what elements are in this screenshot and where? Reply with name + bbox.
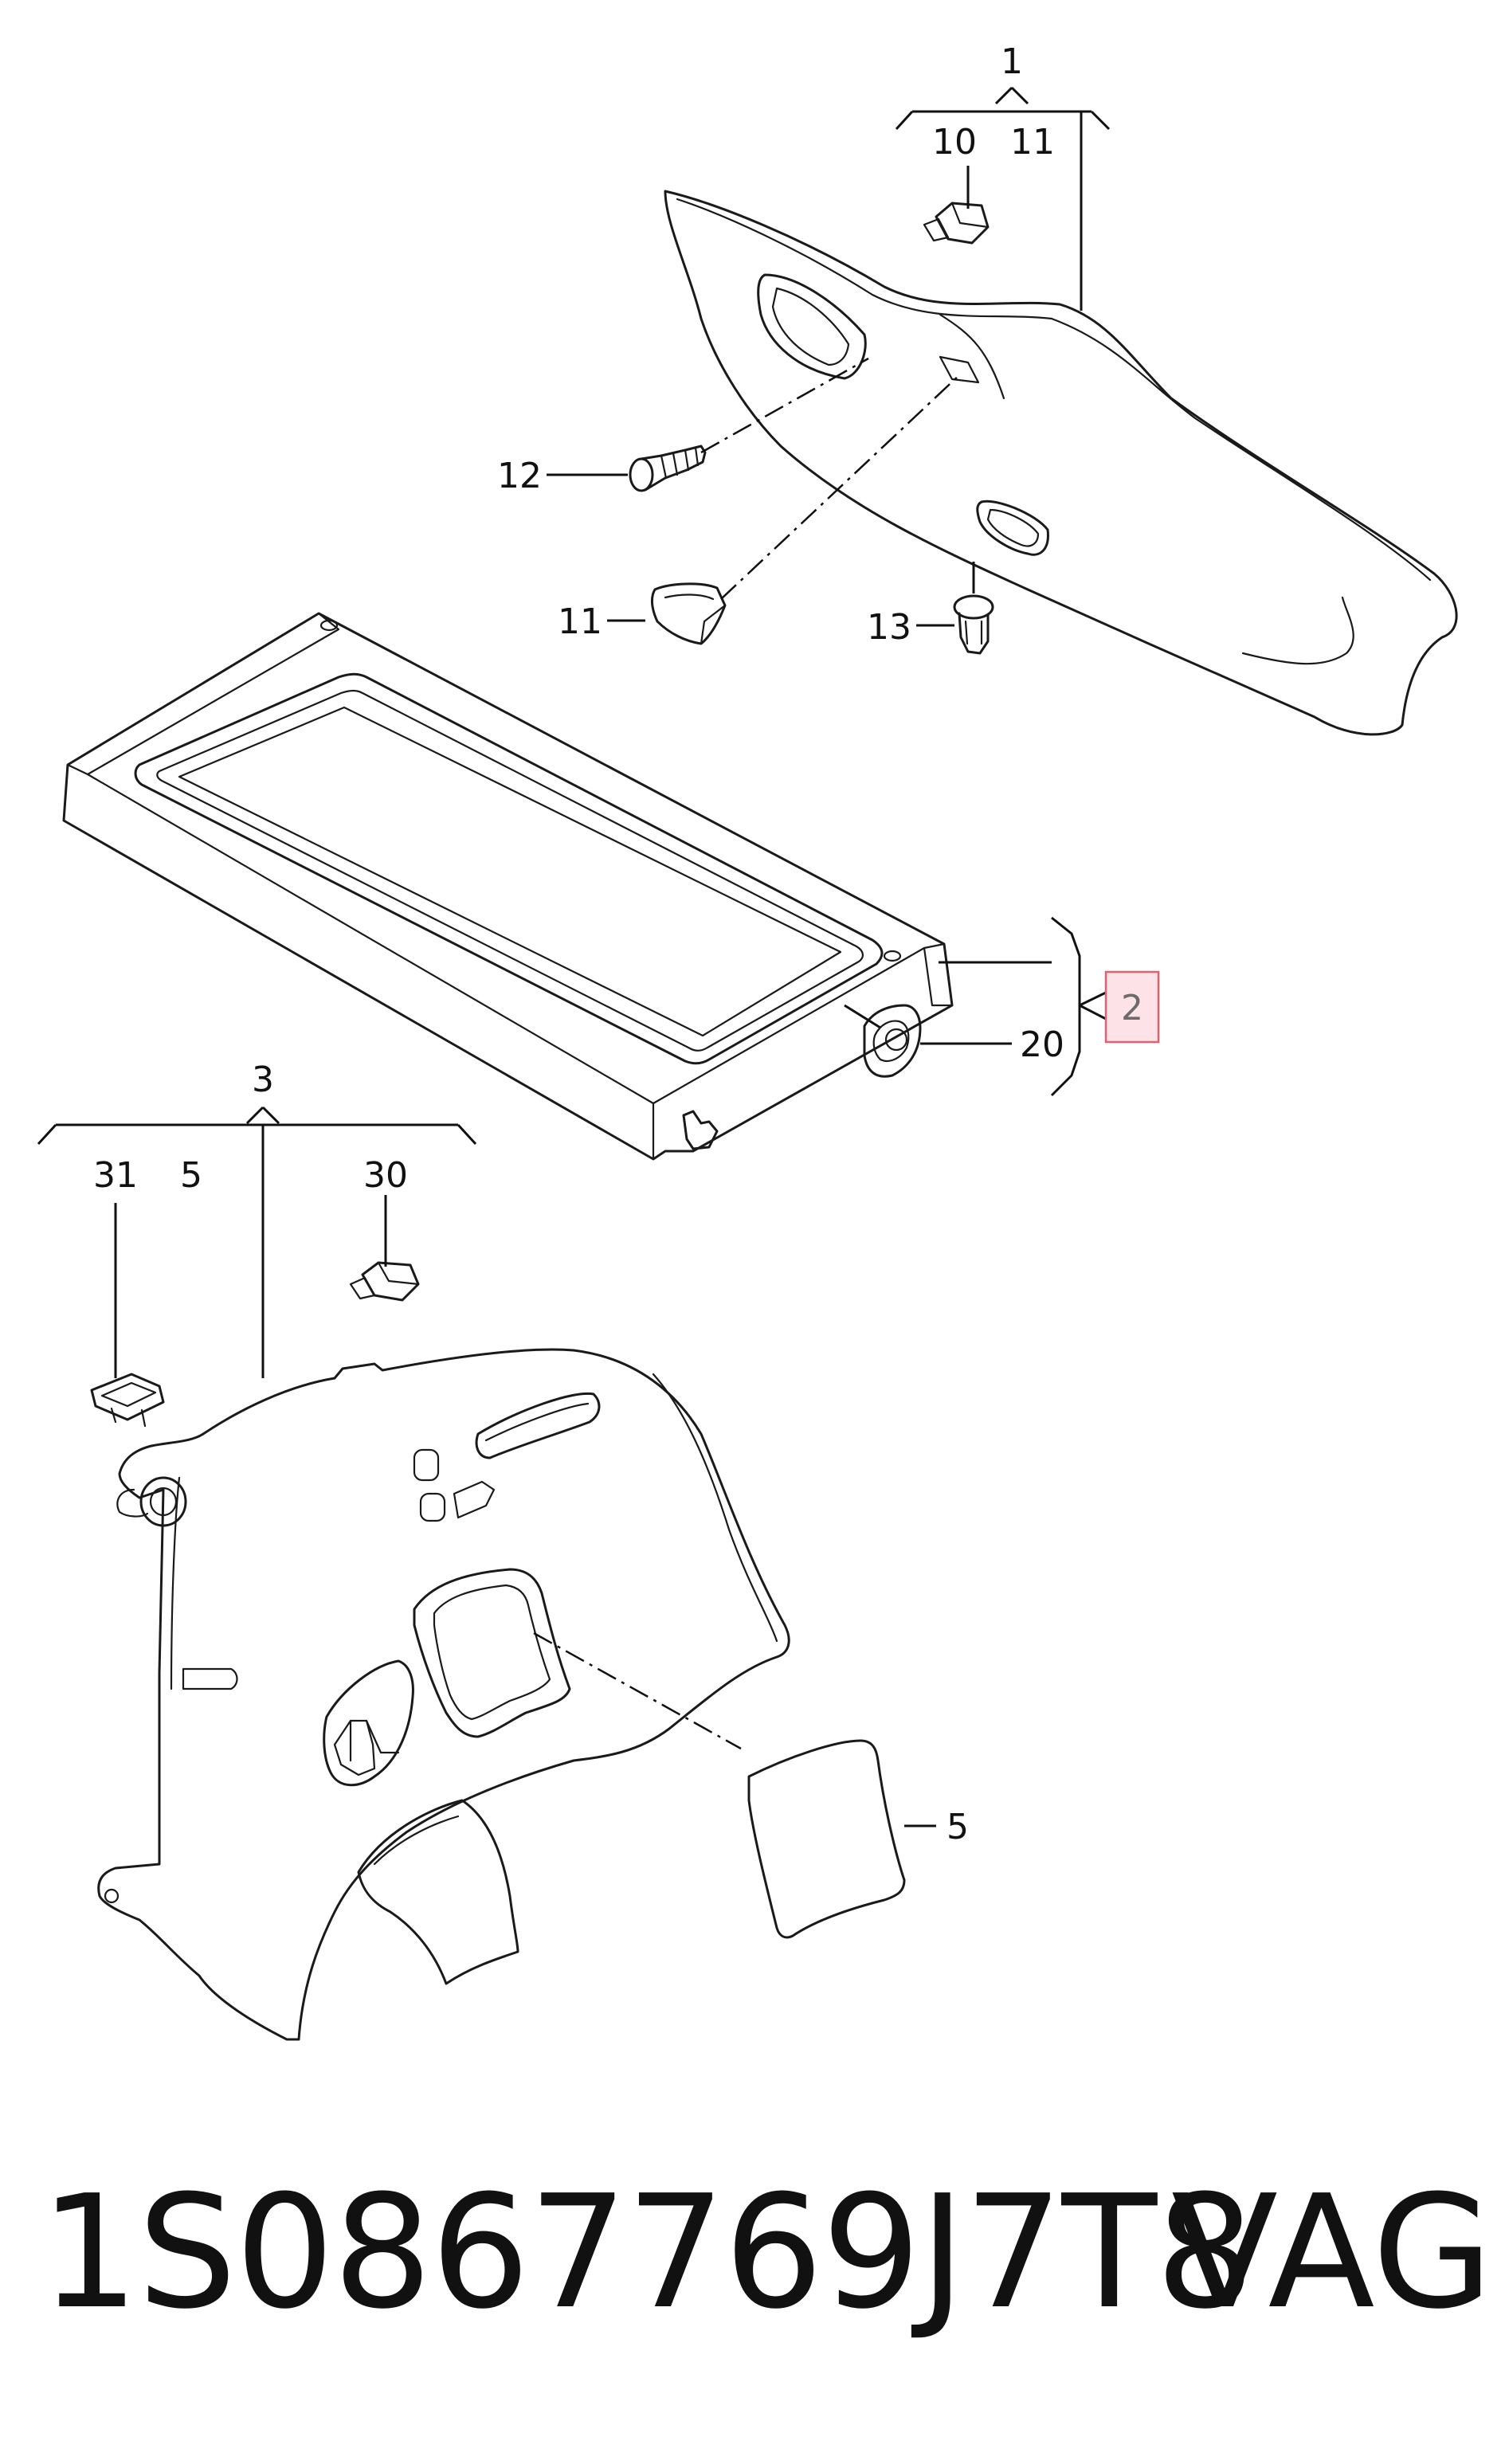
cover-5 bbox=[747, 1739, 906, 1939]
screw-12 bbox=[629, 445, 707, 492]
callout-11-left: 11 bbox=[558, 601, 602, 642]
callout-11-top: 11 bbox=[1010, 122, 1055, 163]
rivet-13 bbox=[953, 594, 994, 655]
clip-11 bbox=[650, 582, 727, 645]
callout-5-right: 5 bbox=[947, 1807, 969, 1847]
trim-panel-1 bbox=[664, 190, 1458, 736]
callout-2-highlight[interactable]: 2 bbox=[1104, 970, 1160, 1044]
side-trim-3 bbox=[97, 1348, 790, 2041]
part-number: 1S0867769J7T8 bbox=[40, 2162, 1255, 2344]
leader-lines-group-2 bbox=[844, 916, 1108, 1097]
callout-3: 3 bbox=[252, 1060, 274, 1100]
clip-31 bbox=[90, 1373, 165, 1428]
leader-lines-group-3 bbox=[37, 1106, 936, 1827]
callout-13: 13 bbox=[867, 607, 911, 648]
callout-10: 10 bbox=[932, 122, 977, 163]
brand-label: VAG bbox=[1171, 2162, 1494, 2344]
callout-20: 20 bbox=[1020, 1024, 1064, 1065]
holder-20 bbox=[863, 1004, 922, 1078]
callout-2: 2 bbox=[1121, 988, 1143, 1028]
leader-lines-group-1 bbox=[547, 86, 1111, 627]
clip-10 bbox=[923, 202, 990, 245]
callout-1: 1 bbox=[1001, 41, 1023, 82]
callout-31: 31 bbox=[93, 1155, 138, 1196]
parcel-shelf-2 bbox=[62, 612, 954, 1161]
callout-5-top: 5 bbox=[180, 1155, 202, 1196]
callout-2-box bbox=[1104, 970, 1160, 1044]
callout-12: 12 bbox=[497, 456, 542, 496]
callout-30: 30 bbox=[363, 1155, 408, 1196]
clip-30 bbox=[349, 1261, 420, 1302]
